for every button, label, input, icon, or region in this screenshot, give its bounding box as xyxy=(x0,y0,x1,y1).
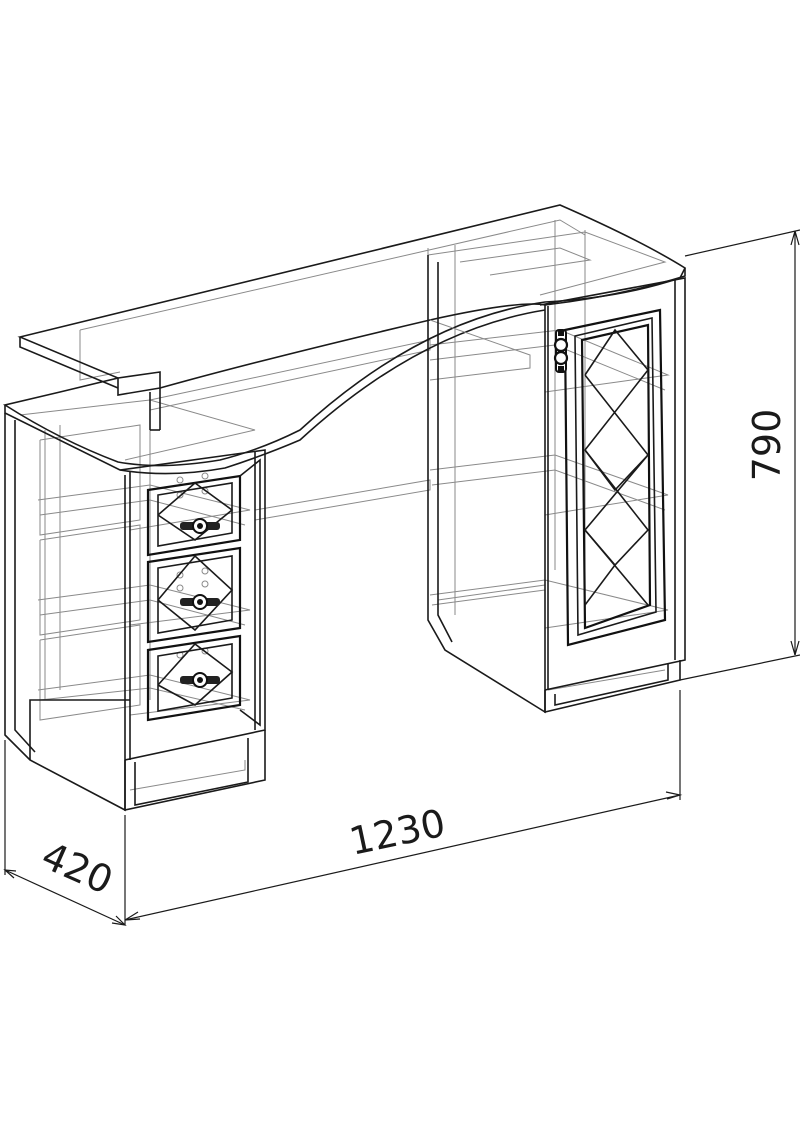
drawer-handle-top[interactable] xyxy=(180,518,220,534)
left-drawer-handles xyxy=(180,518,220,688)
depth-dimension-label: 420 xyxy=(35,833,119,903)
width-dimension-label: 1230 xyxy=(345,801,449,864)
left-pedestal xyxy=(4,413,266,812)
hidden-lines xyxy=(19,219,670,791)
right-pedestal xyxy=(427,255,686,714)
drawer-handle-bottom[interactable] xyxy=(180,672,220,688)
width-dimension: 1230 xyxy=(124,690,683,925)
height-dimension-label: 790 xyxy=(745,409,789,482)
depth-dimension: 420 xyxy=(3,740,127,926)
drawer-handle-middle[interactable] xyxy=(180,594,220,610)
height-dimension: 790 xyxy=(679,229,800,681)
door-handle[interactable] xyxy=(553,329,569,373)
tabletop xyxy=(2,204,687,475)
